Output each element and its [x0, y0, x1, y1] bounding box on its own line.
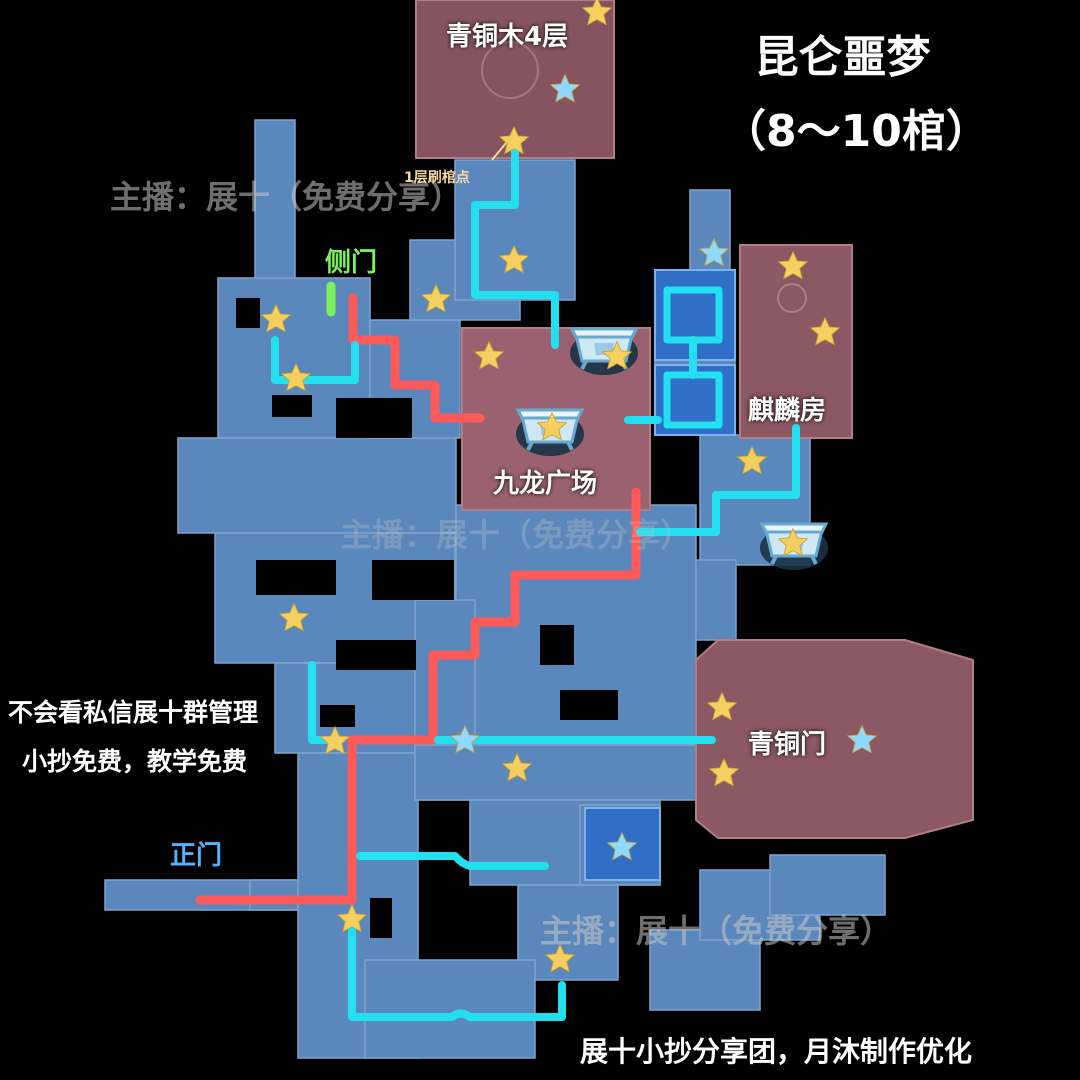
- watermark-middle: 主播：展十（免费分享）: [340, 516, 693, 554]
- credit: 展十小抄分享团，月沐制作优化: [580, 1035, 973, 1068]
- label-floor1-spawn: 1层刷棺点: [404, 170, 470, 186]
- note-line2: 小抄免费，教学免费: [22, 747, 248, 776]
- watermark-top: 主播：展十（免费分享）: [110, 178, 463, 216]
- map-title: 昆仑噩梦: [754, 32, 931, 83]
- label-bronze-gate: 青铜门: [748, 730, 827, 760]
- room-bronze-gate: [695, 639, 974, 839]
- corridor-holes: [236, 298, 618, 938]
- watermark-bottom: 主播：展十（免费分享）: [540, 912, 893, 950]
- red-route: [195, 293, 641, 905]
- map-subtitle: （8～10棺）: [722, 106, 990, 157]
- label-qilin-room: 麒麟房: [748, 396, 827, 426]
- label-nine-dragon: 九龙广场: [493, 469, 598, 499]
- label-main-door: 正门: [170, 841, 223, 871]
- spawn-pointer: [491, 142, 507, 161]
- label-bronze-wood: 青铜木4层: [446, 22, 569, 52]
- label-side-door: 侧门: [325, 248, 378, 278]
- note-line1: 不会看私信展十群管理: [8, 698, 259, 727]
